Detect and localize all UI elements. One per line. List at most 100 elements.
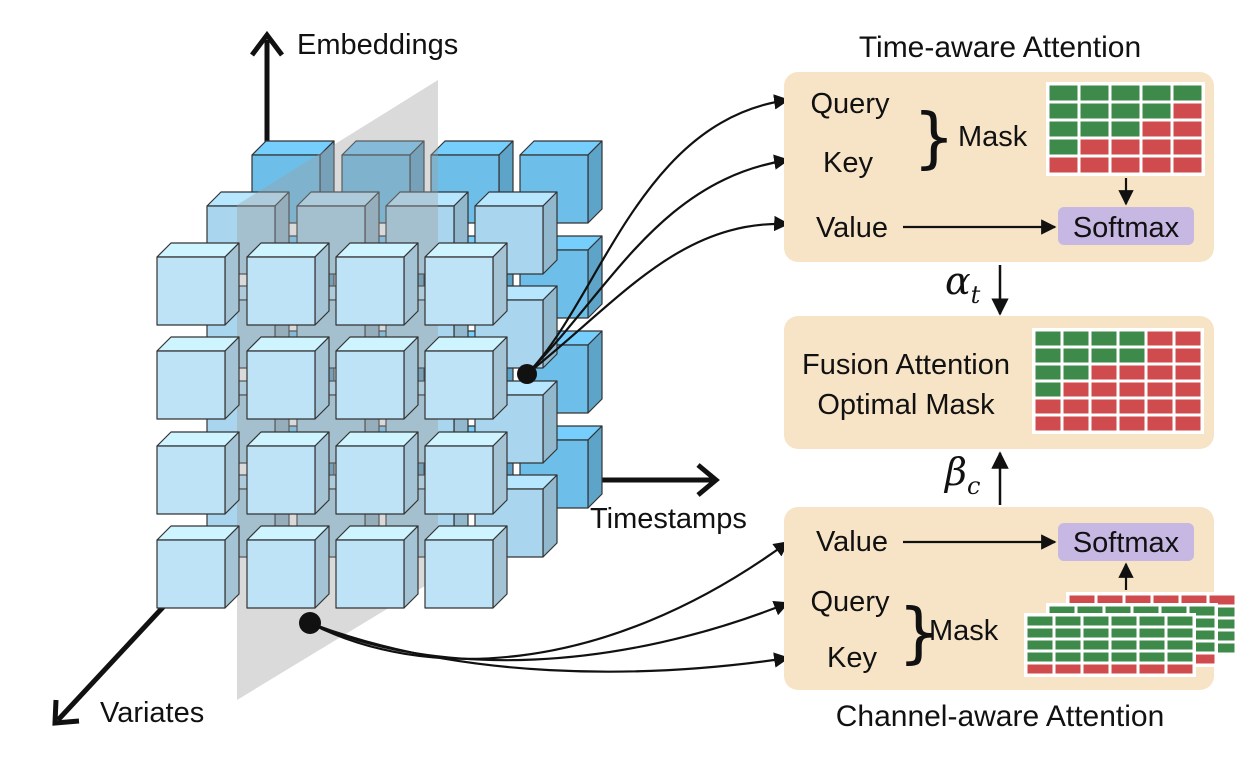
mask-cell <box>1111 628 1137 638</box>
mask-cell <box>1063 348 1089 363</box>
cube <box>424 525 508 609</box>
mask-cell <box>1035 331 1061 346</box>
mask-cell <box>1111 139 1140 155</box>
mask-cell <box>1111 103 1140 119</box>
fusion-line2: Optimal Mask <box>817 389 995 421</box>
mask-cell <box>1189 630 1215 640</box>
mask-cell <box>1083 628 1109 638</box>
mask-cell <box>1173 139 1202 155</box>
timestamps-label: Timestamps <box>590 503 747 535</box>
mask-cell <box>1189 618 1215 628</box>
time-mask-label: Mask <box>958 121 1028 153</box>
time-softmax-box <box>1058 207 1194 245</box>
mask-cell <box>1119 348 1145 363</box>
mask-cell <box>1119 382 1145 397</box>
mask-cell <box>1049 157 1078 173</box>
mask-cell <box>1035 416 1061 431</box>
cube <box>424 431 508 515</box>
mask-cell <box>1189 654 1215 664</box>
mask-cell <box>1173 85 1202 101</box>
mask-cell <box>1111 640 1137 650</box>
timestamps-axis <box>598 463 720 497</box>
mask-cell <box>1142 85 1171 101</box>
mask-cell <box>1161 606 1187 616</box>
mask-cell <box>1153 595 1179 605</box>
mask-cell <box>1055 664 1081 674</box>
time-connections <box>526 94 790 375</box>
mask-cell <box>1063 331 1089 346</box>
mask-cell <box>1063 365 1089 380</box>
time-query-label: Query <box>811 88 890 120</box>
channel-mask-layer <box>1024 613 1196 677</box>
mask-cell <box>1077 606 1103 616</box>
channel-value-label: Value <box>816 526 888 558</box>
variates-axis <box>52 603 167 726</box>
mask-cell <box>1069 595 1095 605</box>
embeddings-axis <box>250 30 284 145</box>
mask-cell <box>1027 628 1053 638</box>
cube <box>335 336 419 420</box>
mask-cell <box>1139 616 1165 626</box>
mask-cell <box>1063 382 1089 397</box>
mask-cell <box>1133 606 1159 616</box>
time-mask <box>1046 82 1205 176</box>
variates-label: Variates <box>100 697 204 729</box>
mask-cell <box>1119 365 1145 380</box>
mask-cell <box>1080 85 1109 101</box>
mask-cell <box>1080 121 1109 137</box>
cube <box>156 525 240 609</box>
mask-cell <box>1055 640 1081 650</box>
mask-cell <box>1027 640 1053 650</box>
mask-cell <box>1080 157 1109 173</box>
mask-cell <box>1181 595 1207 605</box>
mask-cell <box>1175 348 1201 363</box>
mask-cell <box>1049 103 1078 119</box>
cube <box>246 431 330 515</box>
mask-cell <box>1035 348 1061 363</box>
mask-cell <box>1142 103 1171 119</box>
mask-cell <box>1147 399 1173 414</box>
time-mask-grid <box>1046 82 1205 176</box>
channel-softmax-box <box>1058 523 1194 561</box>
mask-cell <box>1142 121 1171 137</box>
alpha-symbol: αt <box>945 259 981 309</box>
mask-cell <box>1147 382 1173 397</box>
cube <box>246 525 330 609</box>
time-softmax-label: Softmax <box>1073 212 1180 244</box>
mask-cell <box>1063 399 1089 414</box>
mask-cell <box>1142 157 1171 173</box>
mask-cell <box>1035 365 1061 380</box>
mask-cell <box>1142 139 1171 155</box>
mask-cell <box>1173 157 1202 173</box>
mask-cell <box>1209 607 1235 617</box>
mask-cell <box>1091 416 1117 431</box>
cube <box>474 191 558 275</box>
mask-cell <box>1209 643 1235 653</box>
cube <box>156 242 240 326</box>
mask-cell <box>1091 365 1117 380</box>
mask-cell <box>1119 416 1145 431</box>
mask-cell <box>1167 652 1193 662</box>
beta-symbol: βc <box>943 450 980 500</box>
channel-key-label: Key <box>827 642 877 674</box>
mask-cell <box>1055 616 1081 626</box>
mask-cell <box>1049 85 1078 101</box>
mask-cell <box>1091 331 1117 346</box>
mask-cell <box>1063 416 1089 431</box>
mask-cell <box>1147 331 1173 346</box>
mask-cell <box>1111 121 1140 137</box>
channel-query-label: Query <box>811 586 890 618</box>
mask-cell <box>1147 365 1173 380</box>
mask-cell <box>1080 139 1109 155</box>
fusion-mask-grid <box>1032 328 1204 434</box>
mask-cell <box>1111 664 1137 674</box>
mask-cell <box>1111 652 1137 662</box>
mask-cell <box>1175 399 1201 414</box>
mask-cell <box>1139 628 1165 638</box>
mask-cell <box>1105 606 1131 616</box>
mask-cell <box>1111 157 1140 173</box>
mask-cell <box>1083 640 1109 650</box>
mask-cell <box>1175 365 1201 380</box>
mask-cell <box>1097 595 1123 605</box>
cube <box>246 336 330 420</box>
